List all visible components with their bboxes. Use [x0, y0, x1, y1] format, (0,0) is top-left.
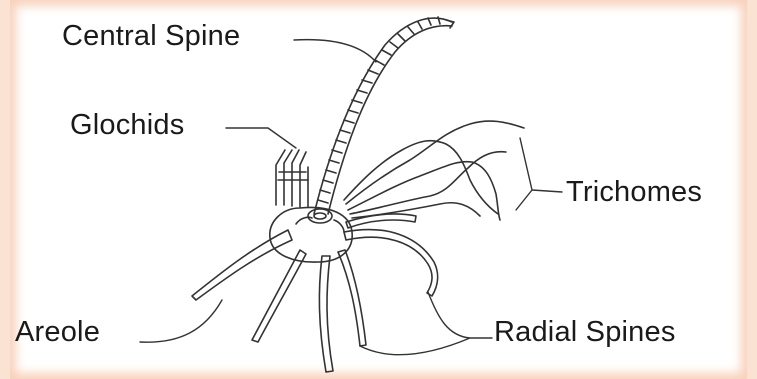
leader-lines: [140, 40, 562, 355]
label-glochids: Glochids: [70, 111, 184, 140]
areole-drawing: [270, 207, 352, 262]
glochids-drawing: [276, 150, 308, 207]
label-central-spine: Central Spine: [62, 22, 240, 51]
trichomes-drawing: [344, 121, 524, 220]
radial-spines-drawing: [192, 214, 438, 372]
label-trichomes: Trichomes: [566, 178, 702, 207]
central-spine-drawing: [314, 17, 454, 214]
label-radial-spines: Radial Spines: [494, 318, 676, 347]
label-areole: Areole: [15, 318, 100, 347]
